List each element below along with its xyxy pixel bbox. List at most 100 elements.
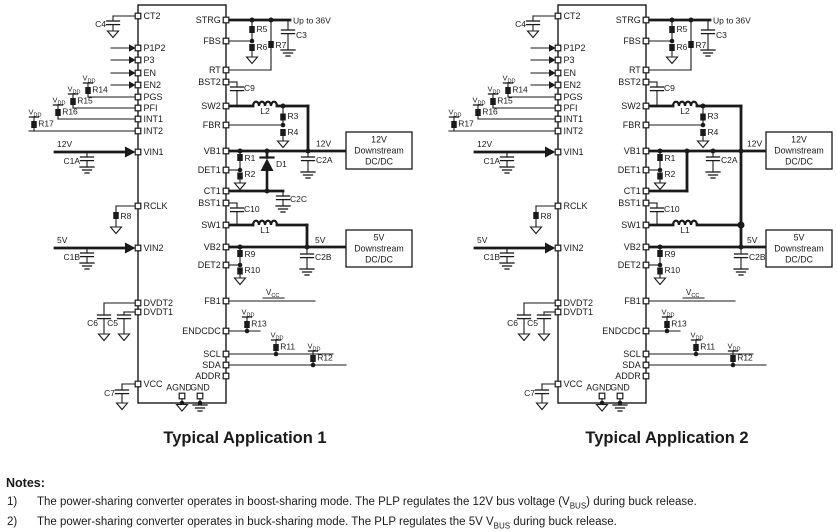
pin-label-BST1: BST1 bbox=[618, 198, 641, 208]
pin-VIN2 bbox=[554, 244, 562, 252]
resistor-body bbox=[657, 172, 663, 180]
resistor-body bbox=[451, 121, 457, 128]
component-label: R6 bbox=[257, 42, 268, 52]
component-label: C5 bbox=[527, 318, 538, 328]
typical-application-2: C4VDDR14VDDR15VDDR16VDDR1712VC1AR85VC1BC… bbox=[448, 4, 833, 412]
component-label: C2C bbox=[290, 194, 307, 204]
pin-label-SW2: SW2 bbox=[621, 101, 641, 111]
signal-arrow-icon bbox=[129, 81, 136, 89]
downstream-box-12v bbox=[765, 131, 833, 170]
component-label: R1 bbox=[665, 153, 676, 163]
resistor-body bbox=[280, 129, 286, 136]
downstream-box-5v-label: Downstream bbox=[354, 244, 403, 254]
pin-DET1 bbox=[642, 166, 650, 174]
pin-FB1 bbox=[222, 297, 230, 305]
ground-chassis-icon bbox=[117, 333, 131, 342]
pin-PGS bbox=[134, 93, 142, 101]
pin-label-P3: P3 bbox=[144, 55, 155, 65]
vdd-label: VDD bbox=[473, 96, 486, 107]
net-label: 12V bbox=[57, 139, 72, 149]
component-label: R2 bbox=[245, 169, 256, 179]
pin-label-CT1: CT1 bbox=[204, 186, 221, 196]
pin-label-DVDT1: DVDT1 bbox=[564, 307, 594, 317]
downstream-box-12v-label: Downstream bbox=[774, 146, 823, 156]
pin-DET2 bbox=[642, 261, 650, 269]
pin-SW1 bbox=[642, 221, 650, 229]
pin-CT2 bbox=[134, 12, 142, 20]
junction-dot bbox=[684, 148, 690, 154]
note-1: 1)The power-sharing converter operates i… bbox=[7, 496, 831, 510]
pin-label-ADDR: ADDR bbox=[615, 371, 641, 381]
resistor-body bbox=[475, 109, 481, 116]
ground-chassis-icon bbox=[595, 403, 609, 412]
pin-SDA bbox=[642, 361, 650, 369]
pin-label-BST2: BST2 bbox=[618, 77, 641, 87]
pin-RT bbox=[222, 66, 230, 74]
resistor-body bbox=[237, 154, 243, 161]
component-label: R8 bbox=[121, 211, 132, 221]
note-1-pre: The power-sharing converter operates in … bbox=[37, 496, 570, 508]
component-label: R12 bbox=[317, 353, 333, 363]
junction-dot bbox=[617, 400, 623, 406]
pin-label-VIN1: VIN1 bbox=[564, 147, 584, 157]
resistor-body bbox=[669, 26, 675, 33]
resistor-body bbox=[113, 212, 119, 219]
component-label: R9 bbox=[665, 249, 676, 259]
component-label: C6 bbox=[507, 318, 518, 328]
resistor-body bbox=[280, 113, 286, 121]
pin-FBR bbox=[222, 121, 230, 129]
resistor-body bbox=[244, 321, 250, 328]
component-label: C2B bbox=[315, 252, 332, 262]
pin-label-SW1: SW1 bbox=[621, 220, 641, 230]
pin-label-VIN2: VIN2 bbox=[144, 243, 164, 253]
resistor-body bbox=[688, 41, 694, 48]
pin-label-P1P2: P1P2 bbox=[144, 43, 166, 53]
component-label: R13 bbox=[671, 319, 687, 329]
diode-D1 bbox=[260, 158, 274, 171]
pin-label-STRG: STRG bbox=[616, 15, 641, 25]
pin-label-CT1: CT1 bbox=[624, 186, 641, 196]
pin-P3 bbox=[134, 56, 142, 64]
pin-DET1 bbox=[222, 166, 230, 174]
resistor-body bbox=[237, 172, 243, 180]
ground-chassis-icon bbox=[529, 226, 543, 235]
downstream-box-12v-label: Downstream bbox=[354, 146, 403, 156]
component-label: C10 bbox=[244, 204, 260, 214]
pin-label-FB1: FB1 bbox=[204, 296, 221, 306]
resistor-body bbox=[55, 109, 61, 116]
ground-chassis-icon bbox=[233, 182, 247, 191]
ground-chassis-icon bbox=[696, 140, 710, 149]
pin-PGS bbox=[554, 93, 562, 101]
pin-label-EN2: EN2 bbox=[144, 80, 162, 90]
pin-BST2 bbox=[222, 78, 230, 86]
component-label: R7 bbox=[696, 40, 707, 50]
component-label: C4 bbox=[515, 19, 526, 29]
pin-INT2 bbox=[134, 127, 142, 135]
pin-CT1 bbox=[642, 187, 650, 195]
pin-label-INT1: INT1 bbox=[564, 114, 584, 124]
pin-label-GND: GND bbox=[610, 383, 630, 393]
vcc-label: VCC bbox=[266, 288, 279, 299]
component-label: R2 bbox=[665, 169, 676, 179]
pin-label-ADDR: ADDR bbox=[195, 371, 221, 381]
pin-label-SDA: SDA bbox=[202, 360, 221, 370]
pin-label-RCLK: RCLK bbox=[564, 201, 588, 211]
net-label: Up to 36V bbox=[293, 16, 331, 26]
schematic-canvas: C4VDDR14VDDR15VDDR16VDDR1712VC1AR85VC1BC… bbox=[28, 4, 833, 412]
component-label: C9 bbox=[664, 83, 675, 93]
pin-GND bbox=[196, 392, 204, 400]
pin-SW2 bbox=[642, 102, 650, 110]
junction-dot bbox=[197, 400, 203, 406]
pin-label-FBS: FBS bbox=[203, 36, 221, 46]
component-label: C3 bbox=[716, 30, 727, 40]
downstream-box-5v bbox=[765, 229, 833, 268]
pin-P1P2 bbox=[134, 44, 142, 52]
pin-label-PFI: PFI bbox=[144, 103, 158, 113]
pin-label-GND: GND bbox=[190, 383, 210, 393]
pin-VIN1 bbox=[134, 148, 142, 156]
pin-label-VB2: VB2 bbox=[624, 242, 641, 252]
component-label: L1 bbox=[260, 225, 270, 235]
vdd-label: VDD bbox=[662, 308, 675, 319]
component-label: R5 bbox=[677, 24, 688, 34]
